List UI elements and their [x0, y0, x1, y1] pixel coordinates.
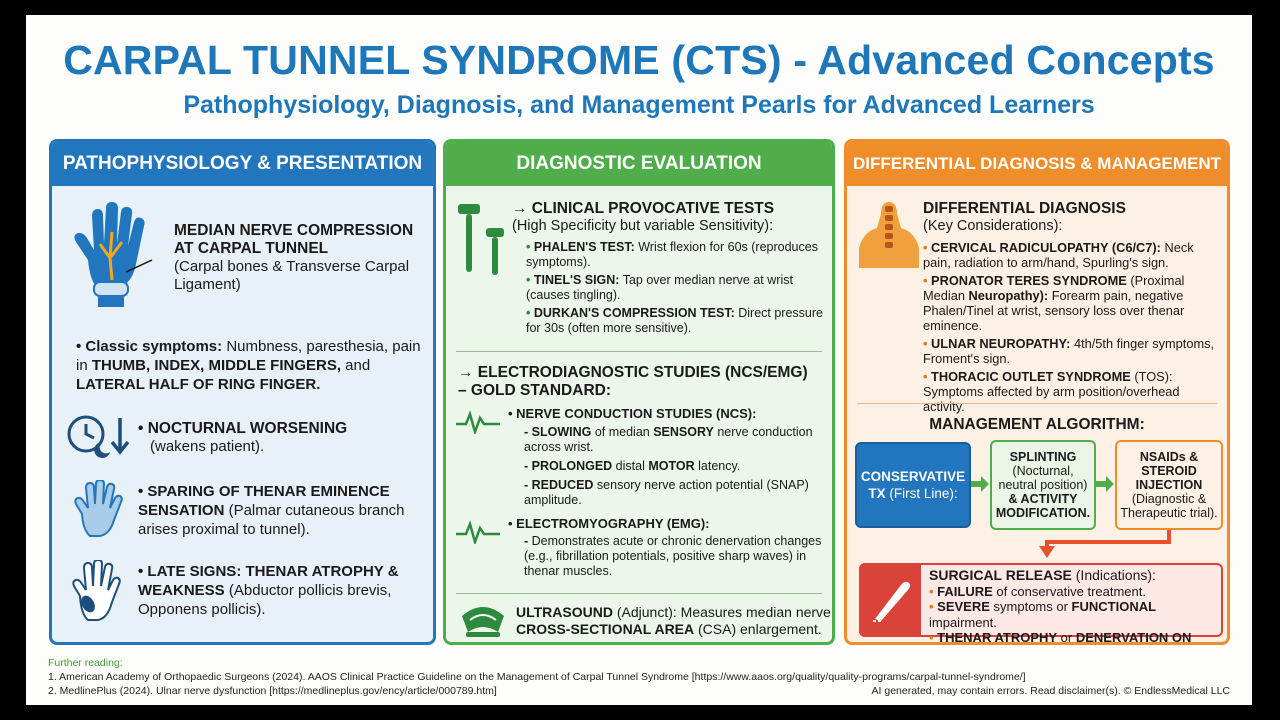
pathophysiology-panel: PATHOPHYSIOLOGY & PRESENTATION MEDIAN NE…	[49, 139, 436, 645]
palm-sensation-icon	[74, 480, 123, 537]
median-nerve-heading: MEDIAN NERVE COMPRESSION AT CARPAL TUNNE…	[174, 222, 414, 257]
page-subtitle: Pathophysiology, Diagnosis, and Manageme…	[183, 91, 1095, 119]
reference-2: 2. MedlinePlus (2024). Ulnar nerve dysfu…	[48, 685, 497, 697]
ai-disclaimer: AI generated, may contain errors. Read d…	[871, 685, 1230, 697]
clinical-tests-list: • PHALEN'S TEST: Wrist flexion for 60s (…	[526, 240, 826, 336]
late-signs: • LATE SIGNS: THENAR ATROPHY & WEAKNESS …	[138, 563, 399, 618]
spine-neck-icon	[859, 202, 919, 268]
conservative-tx-box: CONSERVATIVE TX (First Line):	[855, 442, 971, 528]
pathophysiology-heading: PATHOPHYSIOLOGY & PRESENTATION	[52, 142, 433, 186]
nocturnal-heading: • NOCTURNAL WORSENING	[138, 420, 348, 437]
scalpel-icon	[873, 581, 911, 622]
list-item: • THORACIC OUTLET SYNDROME (TOS): Sympto…	[923, 369, 1180, 414]
page-title: CARPAL TUNNEL SYNDROME (CTS) - Advanced …	[63, 37, 1215, 83]
sparing-thenar: • SPARING OF THENAR EMINENCE SENSATION (…	[138, 483, 405, 538]
ncs-heading: • NERVE CONDUCTION STUDIES (NCS):	[508, 406, 757, 421]
list-item: • TINEL'S SIGN: Tap over median nerve at…	[526, 273, 793, 302]
median-nerve-detail: (Carpal bones & Transverse Carpal Ligame…	[174, 258, 410, 293]
arrow-right-icon	[1096, 476, 1114, 492]
hand-atrophy-icon	[72, 560, 121, 621]
diagnostic-heading: DIAGNOSTIC EVALUATION	[446, 142, 832, 186]
nocturnal-detail: (wakens patient).	[150, 438, 265, 455]
differential-dx-list: • CERVICAL RADICULOPATHY (C6/C7): Neck p…	[923, 240, 1223, 414]
splinting-box: SPLINTING (Nocturnal, neutral position) …	[990, 440, 1096, 530]
ncs-list: - SLOWING of median SENSORY nerve conduc…	[524, 425, 830, 508]
waveform-icon	[456, 410, 500, 434]
classic-symptoms: • Classic symptoms: Numbness, paresthesi…	[76, 338, 421, 393]
arrow-down-icon	[1039, 530, 1171, 558]
list-item: • ULNAR NEUROPATHY: 4th/5th finger sympt…	[923, 336, 1215, 366]
list-item: • PHALEN'S TEST: Wrist flexion for 60s (…	[526, 240, 818, 269]
further-reading-label: Further reading:	[48, 657, 123, 669]
differential-dx-heading: DIFFERENTIAL DIAGNOSIS	[923, 200, 1126, 217]
ultrasound-text: ULTRASOUND (Adjunct): Measures median ne…	[516, 604, 831, 637]
arrow-right-icon	[971, 476, 989, 492]
list-item: - PROLONGED distal MOTOR latency.	[524, 459, 741, 473]
list-item: • DURKAN'S COMPRESSION TEST: Direct pres…	[526, 306, 823, 335]
surgical-release-box: SURGICAL RELEASE (Indications): • FAILUR…	[859, 563, 1223, 642]
infographic-page: CARPAL TUNNEL SYNDROME (CTS) - Advanced …	[26, 15, 1252, 705]
clock-moon-icon	[67, 415, 130, 458]
list-item: • FAILURE of conservative treatment.	[929, 583, 1146, 599]
reference-1: 1. American Academy of Orthopaedic Surge…	[48, 671, 1026, 683]
list-item: • THENAR ATROPHY or DENERVATION ON EMG.	[929, 630, 1192, 645]
management-heading: MANAGEMENT ALGORITHM:	[929, 416, 1145, 433]
electro-heading: → ELECTRODIAGNOSTIC STUDIES (NCS/EMG) – …	[458, 364, 808, 399]
list-item: • PRONATOR TERES SYNDROME (Proximal Medi…	[923, 273, 1185, 333]
emg-waveform-icon	[456, 520, 500, 544]
clinical-tests-subtitle: (High Specificity but variable Sensitivi…	[512, 218, 774, 234]
emg-heading: • ELECTROMYOGRAPHY (EMG):	[508, 516, 710, 531]
list-item: • CERVICAL RADICULOPATHY (C6/C7): Neck p…	[923, 240, 1194, 270]
nsaids-steroid-box: NSAIDs & STEROID INJECTION (Diagnostic &…	[1115, 440, 1223, 530]
emg-detail: - Demonstrates acute or chronic denervat…	[524, 534, 822, 578]
clinical-tests-heading: → CLINICAL PROVOCATIVE TESTS	[512, 200, 775, 217]
diagnostic-panel: DIAGNOSTIC EVALUATION → CLINICAL PROVOCA…	[443, 139, 835, 645]
section-divider	[456, 593, 822, 594]
differential-heading: DIFFERENTIAL DIAGNOSIS & MANAGEMENT	[847, 142, 1227, 186]
differential-panel: DIFFERENTIAL DIAGNOSIS & MANAGEMENT DIFF…	[844, 139, 1230, 645]
section-divider	[857, 403, 1217, 404]
differential-dx-subtitle: (Key Considerations):	[923, 218, 1063, 234]
list-item: • SEVERE symptoms or FUNCTIONAL impairme…	[929, 599, 1157, 630]
hand-median-nerve-icon	[74, 202, 153, 307]
reflex-hammer-icon	[458, 204, 504, 275]
surgical-release-heading: SURGICAL RELEASE (Indications):	[929, 567, 1156, 583]
list-item: - REDUCED sensory nerve action potential…	[524, 478, 809, 507]
section-divider	[456, 351, 822, 352]
list-item: - SLOWING of median SENSORY nerve conduc…	[524, 425, 813, 454]
ultrasound-probe-icon	[462, 607, 504, 637]
